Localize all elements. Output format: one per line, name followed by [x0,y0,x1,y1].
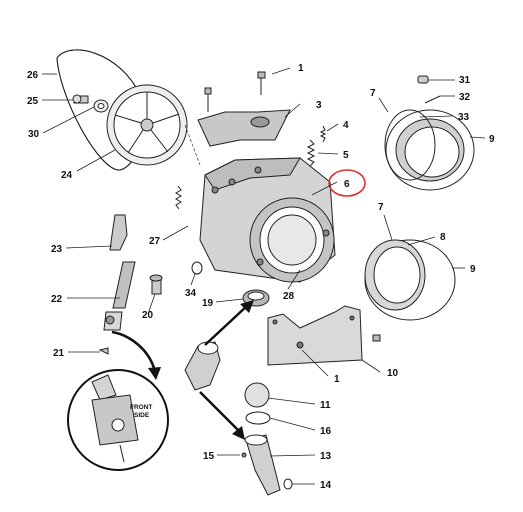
damper-bushing [109,214,128,251]
clip-34 [191,261,203,275]
callout-19: 19 [202,298,214,309]
callout-14: 14 [320,480,332,491]
inset-text-front: FRONT [130,404,152,411]
callout-31: 31 [459,75,471,86]
callout-16: 16 [320,426,332,437]
rear-bracket-plate [267,305,363,366]
callout-21: 21 [53,348,65,359]
spring-4 [319,125,327,143]
cap-31 [417,75,429,84]
oring-14 [283,478,293,490]
callout-7-lower: 7 [378,202,384,213]
callout-25: 25 [27,96,39,107]
ball-valve [244,382,270,408]
callout-1-top: 1 [298,63,304,74]
callout-4: 4 [343,120,349,131]
callout-27: 27 [149,236,161,247]
callout-1-bottom: 1 [334,374,340,385]
callout-28: 28 [283,291,295,302]
callout-15: 15 [203,451,215,462]
callout-22: 22 [51,294,63,305]
callout-24: 24 [61,170,73,181]
callout-30: 30 [28,129,40,140]
top-counterweight [197,109,291,147]
clip-15 [241,452,247,458]
callout-6: 6 [344,179,350,190]
detail-inset [67,369,169,471]
callout-20: 20 [142,310,154,321]
screw-top-left [204,87,212,112]
callout-13: 13 [320,451,332,462]
callout-33: 33 [458,112,470,123]
front-tub-ring-upper [385,109,475,191]
hose-clamp [245,411,271,425]
drum-pulley [106,84,188,166]
spring-27 [175,185,182,210]
inset-text-side: SIDE [134,412,150,419]
callout-7-upper: 7 [370,88,376,99]
arrow-damper-to-inset [111,330,161,380]
callout-34: 34 [185,288,197,299]
callout-11: 11 [320,400,331,411]
wire-32 [424,95,441,104]
leader-lines [42,67,486,485]
callout-3: 3 [316,100,322,111]
arrow-hose-to-drain [199,391,245,440]
callout-26: 26 [27,70,39,81]
pulley-bolt [72,94,89,104]
spring-5 [306,139,316,167]
callout-32: 32 [459,92,471,103]
callout-10: 10 [387,368,399,379]
highlight-ring [328,169,366,197]
callout-8: 8 [440,232,446,243]
front-tub-ring-lower [364,239,456,321]
pulley-washer [93,99,109,113]
callout-23: 23 [51,244,63,255]
arrow-hose-to-gasket [204,300,254,346]
sump-hose [184,341,221,391]
callout-5: 5 [343,150,349,161]
clip-21 [98,347,109,355]
screw-top-right [257,71,266,95]
screw-plate [372,334,381,342]
wash-tub [199,157,336,283]
callout-9-lower: 9 [470,264,476,275]
drain-hose [244,434,281,496]
shock-absorber [103,261,136,331]
callout-9-upper: 9 [489,134,495,145]
door-seal-upper [384,109,436,181]
pin-20 [149,274,163,295]
